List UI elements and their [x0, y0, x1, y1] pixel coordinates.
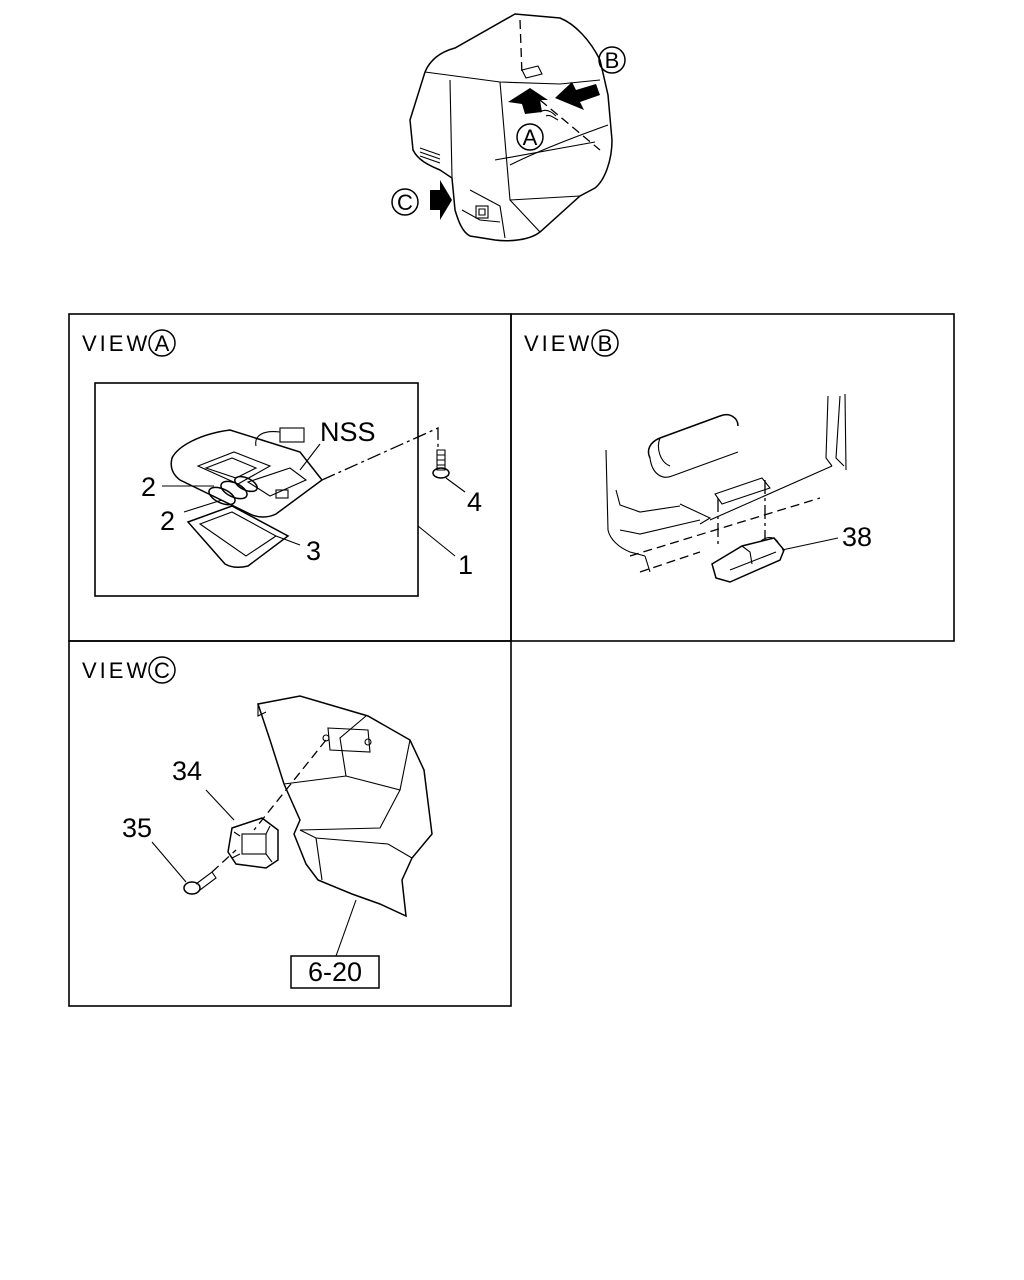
reference-box-6-20: 6-20 [290, 955, 380, 989]
view-b-panel: VIEW B [524, 329, 872, 583]
view-a-inset [94, 382, 419, 597]
svg-text:6-20: 6-20 [308, 957, 362, 987]
rear-cab-structure [605, 393, 847, 573]
view-a-panel: VIEW A [82, 329, 482, 597]
lamp-34 [227, 817, 279, 869]
view-b-marker: B [591, 329, 619, 357]
callout-3: 3 [306, 536, 321, 566]
callout-34: 34 [172, 756, 202, 786]
callout-38: 38 [842, 522, 872, 552]
view-c-heading: VIEW [82, 658, 150, 683]
svg-text:A: A [155, 331, 170, 356]
view-c-arrow [430, 180, 452, 220]
callout-2-lower: 2 [160, 506, 175, 536]
view-b-heading: VIEW [524, 331, 592, 356]
svg-text:B: B [598, 331, 613, 356]
rear-panel-structure [257, 695, 433, 918]
view-arrows [430, 82, 600, 220]
panel-frames [68, 313, 955, 1007]
svg-text:B: B [605, 48, 620, 73]
callout-nss: NSS [320, 417, 376, 447]
screw-35 [183, 871, 217, 895]
dome-lamp-assembly [170, 427, 450, 569]
view-a-arrow [508, 88, 548, 114]
svg-text:C: C [397, 190, 413, 215]
view-a-heading: VIEW [82, 331, 150, 356]
svg-text:C: C [154, 658, 170, 683]
view-c-panel: VIEW C [82, 656, 433, 989]
callout-35: 35 [122, 813, 152, 843]
callout-4: 4 [467, 487, 482, 517]
marker-b: B [598, 46, 626, 74]
view-b-arrow [555, 82, 600, 110]
svg-text:A: A [523, 125, 538, 150]
cab-overview [409, 13, 613, 242]
license-lamp-38 [711, 536, 785, 583]
view-a-marker: A [148, 329, 176, 357]
marker-c: C [391, 188, 419, 216]
callout-1: 1 [458, 550, 473, 580]
view-c-marker: C [148, 656, 176, 684]
callout-2-upper: 2 [141, 472, 156, 502]
marker-a: A [516, 123, 544, 151]
